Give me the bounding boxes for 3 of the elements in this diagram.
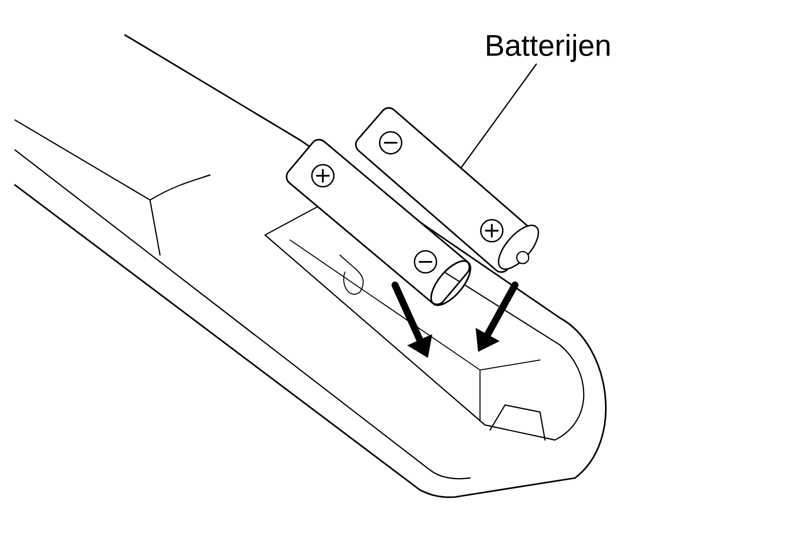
leader-line [460, 64, 537, 168]
callout-label: Batterijen [487, 34, 610, 62]
battery [378, 131, 540, 270]
